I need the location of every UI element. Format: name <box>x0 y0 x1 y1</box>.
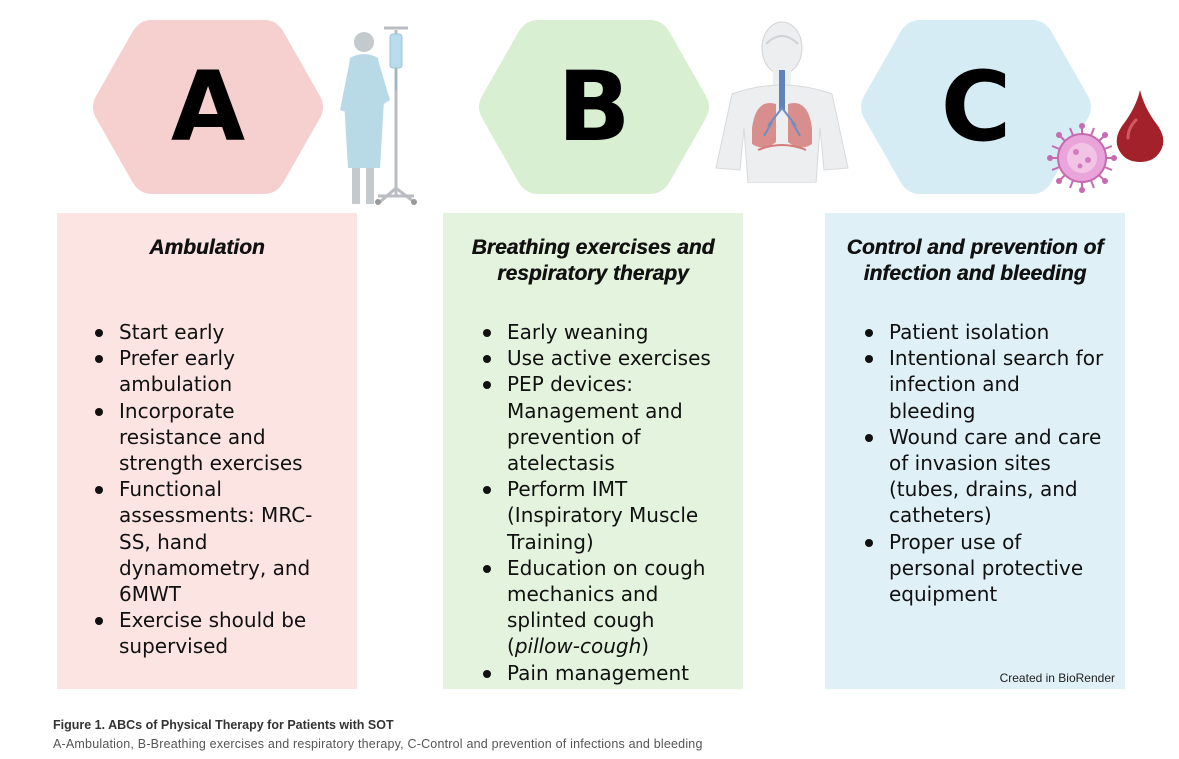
list-item: Patient isolation <box>865 319 1107 345</box>
list-item: Early weaning <box>483 319 725 345</box>
list-item: Use active exercises <box>483 345 725 371</box>
list-item: Wound care and care of invasion sites (t… <box>865 424 1107 529</box>
letter-a: A <box>170 51 246 163</box>
panel-b-title: Breathing exercises and respiratory ther… <box>471 236 715 285</box>
list-item: Functional assessments: MRC-SS, hand dyn… <box>95 476 339 607</box>
panel-b-list: Early weaning Use active exercises PEP d… <box>461 319 725 686</box>
list-item: Proper use of personal protective equipm… <box>865 529 1107 608</box>
hexagon-c: C <box>858 16 1094 198</box>
blood-drop-icon <box>1116 90 1164 162</box>
biorender-credit: Created in BioRender <box>999 671 1115 685</box>
panel-a-title: Ambulation <box>149 236 265 259</box>
panel-a-list: Start early Prefer early ambulation Inco… <box>75 319 339 660</box>
list-item: Exercise should be supervised <box>95 607 339 659</box>
list-item: Intentional search for infection and ble… <box>865 345 1107 424</box>
panel-c-list: Patient isolation Intentional search for… <box>843 319 1107 607</box>
cough-education-text: Education on cough mechanics and splinte… <box>507 555 706 633</box>
patient-iv-stand-icon <box>340 26 417 205</box>
letter-b: B <box>557 51 631 163</box>
list-item: Incorporate resistance and strength exer… <box>95 398 339 477</box>
hexagon-b: B <box>476 16 712 198</box>
virus-icon <box>1047 123 1117 193</box>
pillow-cough-note: pillow-cough <box>514 634 642 659</box>
list-item: Start early <box>95 319 339 345</box>
list-item: PEP devices: Management and prevention o… <box>483 371 725 476</box>
lungs-torso-icon <box>715 21 849 183</box>
panel-control: Control and prevention of infection and … <box>825 213 1125 689</box>
list-item: Prefer early ambulation <box>95 345 339 397</box>
panel-c-title: Control and prevention of infection and … <box>846 236 1104 285</box>
list-item: Pain management <box>483 660 725 686</box>
list-item: Perform IMT (Inspiratory Muscle Training… <box>483 476 725 555</box>
figure-caption-subtitle: A-Ambulation, B-Breathing exercises and … <box>53 737 703 751</box>
letter-c: C <box>940 51 1012 163</box>
hexagon-a: A <box>90 16 326 198</box>
panel-ambulation: Ambulation Start early Prefer early ambu… <box>57 213 357 689</box>
list-item: Education on cough mechanics and splinte… <box>483 555 725 660</box>
panel-breathing: Breathing exercises and respiratory ther… <box>443 213 743 689</box>
figure-caption-title: Figure 1. ABCs of Physical Therapy for P… <box>53 718 394 732</box>
